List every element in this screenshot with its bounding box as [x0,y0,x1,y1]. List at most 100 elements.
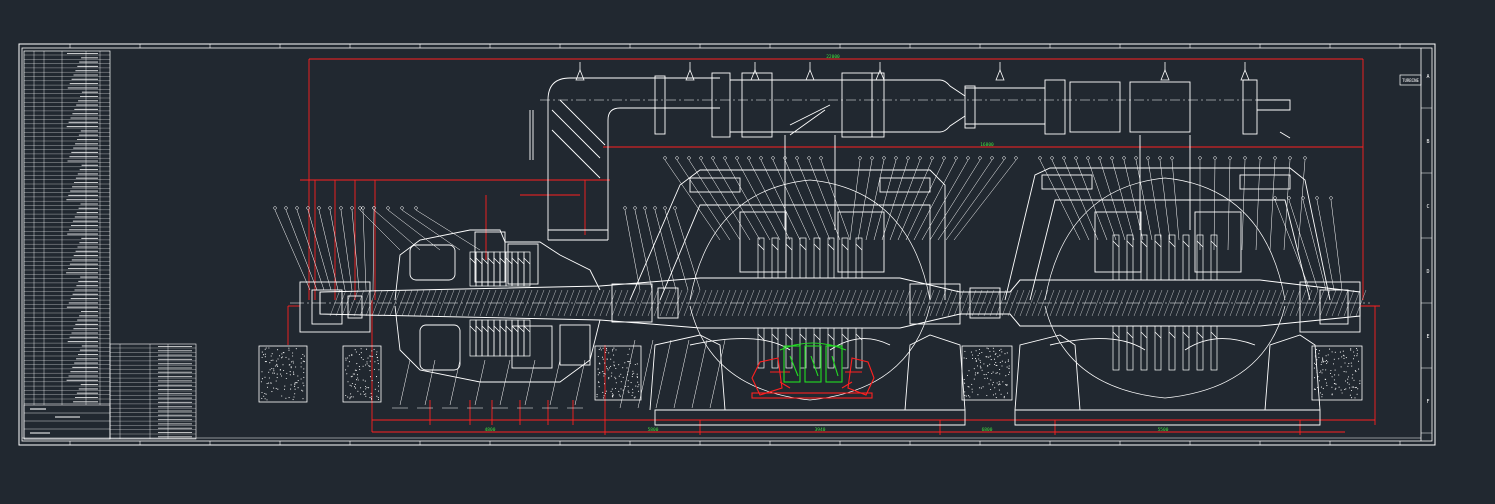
hatch-line [539,289,551,317]
leader-line [1147,159,1162,241]
stipple-dot [1349,387,1351,389]
leader-line [637,339,654,409]
blade-detail [757,243,765,251]
leader-line [736,159,781,241]
pipe-lug [805,68,815,81]
stipple-dot [975,360,977,363]
stipple-dot [1325,369,1327,371]
stipple-dot [619,395,621,397]
leader-balloon [414,206,418,210]
pipe-support-lugs [575,62,1250,81]
stipple-dot [350,396,352,398]
stipple-dot [1330,369,1332,372]
hatch-line [437,289,449,317]
stipple-dot [999,373,1001,375]
stipple-dot [597,355,599,358]
stipple-dot [292,352,294,354]
leader-balloon [1062,156,1066,160]
stipple-dot [347,396,349,398]
leader-line [673,339,690,409]
stipple-dot [1001,365,1003,367]
leader-line [401,209,461,251]
stipple-dot [1000,348,1002,350]
hatch-line [1301,289,1313,317]
blade-detail [855,333,863,341]
stipple-dot [355,369,357,371]
leader-line [1283,159,1291,251]
stipple-dot [1313,362,1316,364]
leader-line [913,159,957,241]
stipple-dot [1006,384,1008,386]
stipple-dot [357,377,359,379]
stipple-dot [268,377,270,379]
stipple-dot [354,387,357,389]
leader-balloon [372,206,376,210]
leader-balloon [1243,156,1247,160]
blade [1112,325,1120,371]
leader-line [1087,159,1117,241]
stipple-dot [303,376,305,378]
stipple-dot [1000,393,1002,395]
hatch-line [425,289,437,317]
bottom-dimension-5: 5500 [1158,427,1169,433]
leader-balloon [1315,196,1319,200]
hatch-line [527,289,539,317]
hatch-line [395,289,407,317]
stipple-dot [262,354,265,356]
stipple-dot [615,378,617,380]
stipple-dot [1358,368,1360,370]
stipple-dot [1004,361,1006,363]
stipple-dot [345,359,347,361]
stipple-dot [605,351,607,353]
leader-line [700,159,751,241]
stipple-dot [1006,392,1009,394]
hatch-line [1019,289,1031,317]
blade [493,251,501,287]
hatch-line [929,289,941,317]
stipple-dot [1357,360,1360,362]
stipple-dot [295,348,297,350]
stipple-dot [1338,386,1340,388]
stipple-dot [368,387,370,389]
leader-balloon [1273,156,1277,160]
blade-detail [1154,240,1162,248]
leader-line [905,159,945,241]
stipple-dot [977,354,979,356]
hatch-line [791,289,803,317]
stipple-dot [1327,354,1329,356]
stipple-dot [604,392,606,395]
leader-line [1302,199,1327,291]
stipple-dot [1316,369,1318,372]
hatch-line [497,289,509,317]
hatch-line [851,289,863,317]
stipple-dot [1356,355,1358,357]
hatch-line [1259,289,1271,317]
stipple-dot [1003,397,1005,399]
hatch-line [983,289,995,317]
hatch-line [1061,289,1073,317]
casing-arc [1044,177,1286,301]
stipple-dot [979,365,981,367]
hatch-line [581,289,593,317]
stipple-dot [1004,353,1006,355]
leader-line [712,159,761,241]
leader-balloon [906,156,910,160]
stipple-dot [290,367,292,369]
bottom-dimension-3: 3940 [815,427,826,433]
blade [757,327,765,369]
leader-balloon [1198,156,1202,160]
zone-letter: A [1426,74,1429,80]
stipple-dot [1322,388,1324,390]
stipple-dot [996,372,998,374]
hatch-line [1193,289,1205,317]
blade [499,319,507,357]
blade [771,327,779,369]
stipple-dot [273,372,275,374]
stipple-dot [984,377,986,379]
stipple-dot [276,363,278,365]
hatch-line [371,289,383,317]
leader-line [849,159,861,241]
leader-line [1241,159,1246,251]
blade [505,251,513,287]
